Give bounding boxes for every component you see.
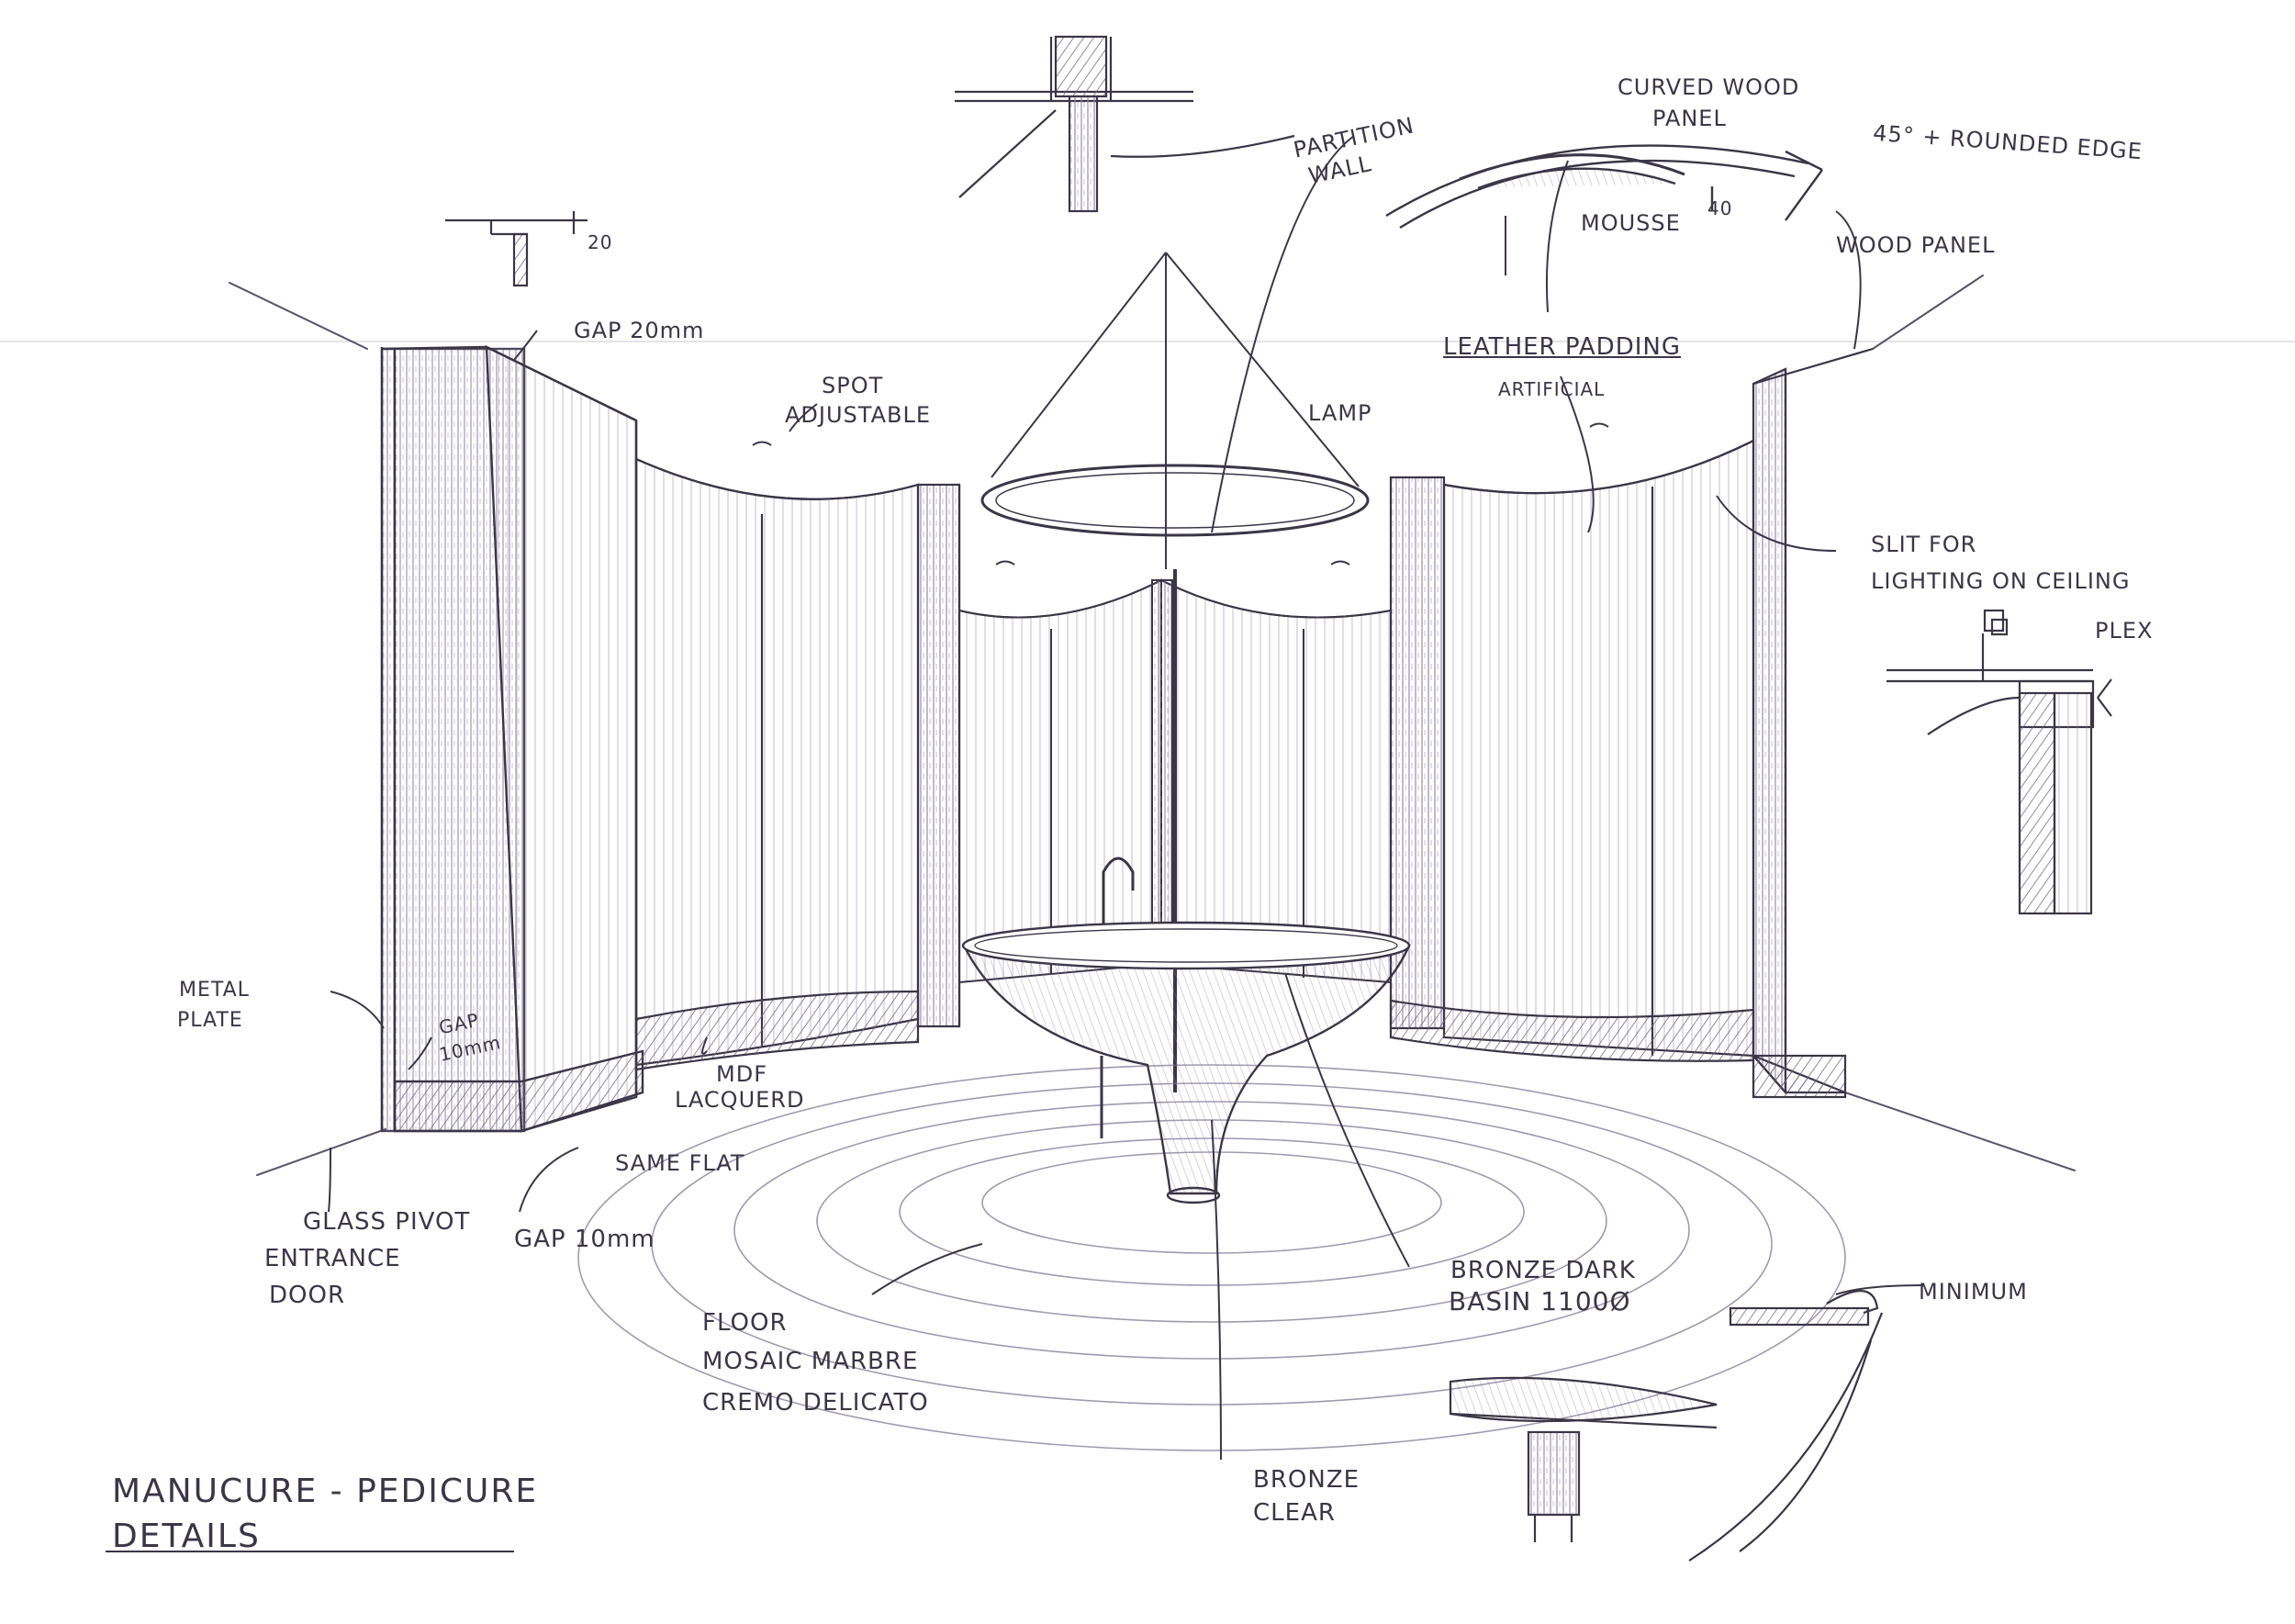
detail-slit-plex	[1886, 609, 2112, 915]
label-floor-line1: FLOOR	[702, 1309, 788, 1337]
label-plex: PLEX	[2095, 618, 2154, 644]
label-curved-wood-line1: CURVED WOOD	[1618, 74, 1800, 100]
label-leather-padding: LEATHER PADDING	[1443, 333, 1681, 361]
label-minimum: MINIMUM	[1919, 1279, 2028, 1305]
spot-lights	[752, 422, 1609, 566]
label-floor-line2: MOSAIC MARBRE	[702, 1348, 919, 1375]
sheet-title-line2: DETAILS	[112, 1518, 261, 1555]
faucet	[1102, 857, 1135, 964]
label-bronze-dark-line1: BRONZE DARK	[1450, 1257, 1636, 1284]
room-perspective-lines	[229, 274, 2076, 1176]
sheet-title-line1: MANUCURE - PEDICURE	[112, 1473, 539, 1510]
label-artificial: ARTIFICIAL	[1498, 378, 1606, 400]
right-curved-wall	[1389, 439, 1755, 1062]
label-gap-10mm: GAP 10mm	[514, 1226, 655, 1253]
label-same-flat: SAME FLAT	[615, 1150, 745, 1176]
label-lamp: LAMP	[1308, 400, 1372, 426]
label-mdf-line2: LACQUERD	[675, 1087, 805, 1113]
label-glass-line2: ENTRANCE	[264, 1245, 401, 1272]
leader-lines	[328, 135, 1924, 1461]
label-glass-line1: GLASS PIVOT	[303, 1208, 471, 1236]
basin	[961, 921, 1411, 1204]
label-mousse: MOUSSE	[1581, 210, 1681, 236]
label-spot-line2: ADJUSTABLE	[785, 402, 931, 428]
label-gap-20mm: GAP 20mm	[574, 318, 705, 343]
label-mdf-line1: MDF	[716, 1061, 767, 1087]
right-pillar	[1752, 347, 1874, 1099]
left-pillar	[380, 345, 644, 1133]
label-spot-line1: SPOT	[822, 373, 884, 398]
label-dim-20: 20	[588, 231, 613, 253]
label-slit-line1: SLIT FOR	[1871, 532, 1977, 557]
label-bronze-dark-line2: BASIN 1100Ø	[1449, 1286, 1631, 1316]
left-curved-wall	[634, 457, 961, 1071]
label-dim-40: 40	[1707, 197, 1733, 219]
label-floor-line3: CREMO DELICATO	[702, 1389, 929, 1417]
label-curved-wood-line2: PANEL	[1652, 106, 1727, 131]
section-detail-partition	[955, 35, 1295, 213]
label-slit-line2: LIGHTING ON CEILING	[1871, 568, 2131, 594]
detail-curved-wood-panel	[1385, 144, 1823, 230]
label-wood-panel: WOOD PANEL	[1836, 232, 1996, 258]
label-bronze-clear-line2: CLEAR	[1253, 1499, 1336, 1527]
detail-basin-edge	[1449, 1290, 1884, 1562]
label-metal-plate-line1: METAL	[179, 979, 250, 1002]
label-glass-line3: DOOR	[269, 1282, 346, 1309]
detail-gap-20	[445, 211, 588, 287]
label-metal-plate-line2: PLATE	[177, 1009, 243, 1032]
label-bronze-clear-line1: BRONZE	[1253, 1466, 1360, 1494]
